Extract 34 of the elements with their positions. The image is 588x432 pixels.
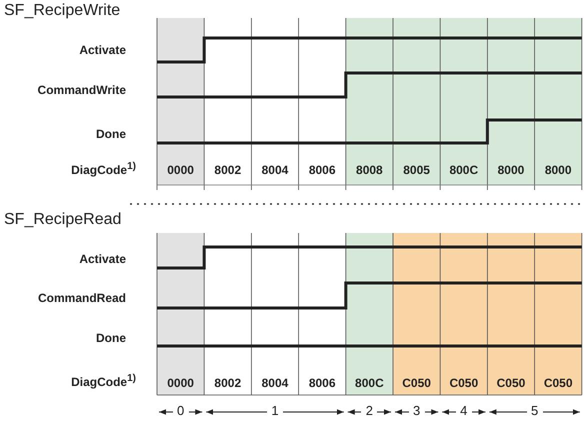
section-title: SF_RecipeRead xyxy=(4,211,122,228)
phase-number: 3 xyxy=(412,403,420,418)
signal-label: Done xyxy=(96,331,126,345)
phase-number: 1 xyxy=(271,403,279,418)
phase-number: 4 xyxy=(460,403,468,418)
diag-code: C050 xyxy=(449,376,478,390)
diag-code: C050 xyxy=(496,376,526,390)
diag-code: 0000 xyxy=(167,163,194,177)
diag-code: 8000 xyxy=(544,163,572,177)
diag-code: 8006 xyxy=(308,163,336,177)
signal-label: CommandRead xyxy=(38,291,126,305)
diag-code: 8004 xyxy=(262,376,288,390)
signal-label: Activate xyxy=(79,43,126,57)
diag-code: 8005 xyxy=(403,163,430,177)
diag-code: 800C xyxy=(355,376,384,390)
signal-label: DiagCode$^{1)}$ xyxy=(71,163,136,177)
diag-code: 8000 xyxy=(498,163,524,177)
phase-number: 0 xyxy=(176,403,184,418)
diag-code: 800C xyxy=(449,163,478,177)
diag-code: 8002 xyxy=(214,163,242,177)
phase-number: 2 xyxy=(366,403,373,418)
diag-code: 0000 xyxy=(167,376,194,390)
section-title: SF_RecipeWrite xyxy=(4,2,120,19)
diag-code: 8002 xyxy=(214,376,242,390)
diag-code: 8004 xyxy=(262,163,288,177)
diag-code: 8008 xyxy=(356,163,383,177)
diag-code: 8006 xyxy=(308,376,336,390)
signal-label: DiagCode$^{1)}$ xyxy=(71,375,136,389)
diag-code: C050 xyxy=(544,376,573,390)
signal-label: Done xyxy=(96,127,126,141)
signal-label: Activate xyxy=(79,252,126,266)
signal-label: CommandWrite xyxy=(38,83,126,97)
diag-code: C050 xyxy=(402,376,431,390)
phase-number: 5 xyxy=(530,403,538,418)
